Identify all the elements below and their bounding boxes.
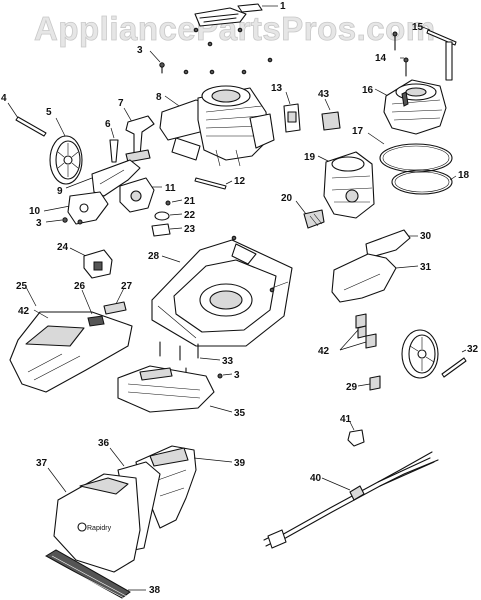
label-32: 32	[467, 344, 479, 355]
part-28-base	[151, 235, 293, 347]
label-18: 18	[458, 170, 470, 181]
part-8-motor-housing	[159, 85, 275, 167]
label-4: 4	[1, 93, 7, 104]
label-8: 8	[156, 92, 162, 103]
part-35-brush-base	[117, 365, 233, 413]
label-9: 9	[57, 186, 63, 197]
label-25: 25	[16, 281, 28, 292]
label-3-lower: 3	[36, 218, 42, 229]
part-33-pins	[159, 341, 221, 361]
part-41-clip	[347, 421, 365, 447]
label-36: 36	[98, 438, 110, 449]
label-12: 12	[234, 176, 246, 187]
label-3-base: 3	[234, 370, 240, 381]
label-10: 10	[29, 206, 41, 217]
label-20: 20	[281, 193, 293, 204]
part-13-switch	[283, 91, 301, 133]
part-3-screw-upper	[149, 50, 165, 74]
label-16: 16	[362, 85, 374, 96]
part-5-wheel-left	[49, 117, 83, 185]
label-43: 43	[318, 89, 330, 100]
part-14-screws	[392, 31, 409, 77]
part-29-clip	[357, 375, 381, 391]
label-6: 6	[105, 119, 111, 130]
part-30-latch	[365, 229, 418, 259]
part-17-gasket	[367, 132, 453, 173]
label-27: 27	[121, 281, 133, 292]
part-6-rod	[109, 127, 119, 163]
part-24-solenoid	[69, 247, 113, 279]
label-38: 38	[149, 585, 161, 596]
part-16-motor	[374, 79, 447, 135]
part-40-power-cord	[263, 451, 439, 549]
part-3-screw-lower	[45, 217, 68, 223]
label-37: 37	[36, 458, 48, 469]
screws-top	[183, 27, 273, 75]
label-41: 41	[340, 414, 352, 425]
label-17: 17	[352, 126, 364, 137]
label-42-left: 42	[18, 306, 30, 317]
part-9-bracket	[65, 159, 141, 197]
part-11-valve	[119, 177, 162, 213]
label-29: 29	[346, 382, 358, 393]
part-37-nozzle-front: Rapidry	[47, 467, 141, 573]
label-28: 28	[148, 251, 160, 262]
part-27-spray	[103, 287, 127, 315]
part-20-connector	[295, 200, 325, 229]
label-30: 30	[420, 231, 432, 242]
part-43-seal	[321, 98, 341, 131]
part-1-clip	[194, 3, 278, 27]
label-5: 5	[46, 107, 52, 118]
label-42-right: 42	[318, 346, 330, 357]
label-22: 22	[184, 210, 196, 221]
part-15-rod	[419, 25, 457, 81]
label-31: 31	[420, 262, 432, 273]
label-7: 7	[118, 98, 124, 109]
label-3-upper: 3	[137, 45, 143, 56]
label-19: 19	[304, 152, 316, 163]
part-21-screw	[165, 199, 183, 206]
part-42-left-marker	[33, 309, 49, 319]
label-14: 14	[375, 53, 387, 64]
label-13: 13	[271, 83, 283, 94]
label-33: 33	[222, 356, 234, 367]
part-26-nozzle-tip	[81, 289, 105, 327]
label-39: 39	[234, 458, 246, 469]
part-31-lever	[331, 253, 419, 303]
part-25-cover	[9, 286, 133, 393]
part-32-wheel-right	[401, 329, 467, 379]
label-24: 24	[57, 242, 69, 253]
label-11: 11	[165, 183, 176, 194]
part-18-gasket	[391, 169, 457, 195]
label-21: 21	[184, 196, 196, 207]
part-22-clip	[154, 211, 183, 221]
part-10-mount	[43, 191, 109, 225]
label-1: 1	[280, 1, 286, 12]
label-23: 23	[184, 224, 196, 235]
label-26: 26	[74, 281, 86, 292]
part-42-right-clips	[339, 313, 377, 351]
label-15: 15	[412, 22, 424, 33]
part-19-pump	[317, 151, 375, 219]
part-23-valve-cap	[151, 223, 183, 237]
brand-logo-text: Rapidry	[87, 525, 112, 532]
label-40: 40	[310, 473, 322, 484]
part-4-axle	[7, 102, 47, 137]
part-12-tube	[194, 177, 233, 190]
part-3-screw-base	[217, 373, 233, 379]
part-7-trigger	[123, 107, 155, 163]
part-38-brush-roll	[44, 549, 146, 599]
label-35: 35	[234, 408, 246, 419]
